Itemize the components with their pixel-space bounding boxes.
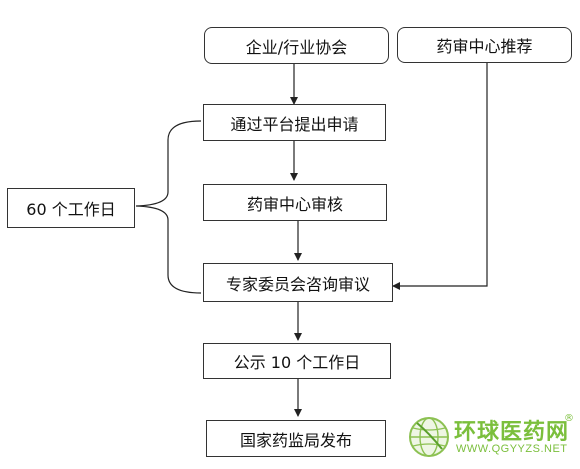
review-box: 药审中心审核 <box>203 184 387 221</box>
watermark: 环球医药网 ® WWW.QGYYZS.NET <box>408 413 580 465</box>
apply-label: 通过平台提出申请 <box>230 114 359 134</box>
expert-review-box: 专家委员会咨询审议 <box>203 263 393 302</box>
association-box: 企业/行业协会 <box>204 27 389 64</box>
arrow-recommend-to-expert <box>392 62 488 290</box>
association-label: 企业/行业协会 <box>245 37 348 57</box>
publicity-label: 公示 10 个工作日 <box>233 353 361 372</box>
duration-box: 60 个工作日 <box>7 188 135 228</box>
watermark-title: 环球医药网 <box>454 420 570 445</box>
duration-label: 60 个工作日 <box>26 200 116 219</box>
drug-center-recommend-label: 药审中心推荐 <box>436 37 533 56</box>
drug-center-recommend-box: 药审中心推荐 <box>397 27 572 63</box>
expert-review-label: 专家委员会咨询审议 <box>225 274 370 294</box>
apply-box: 通过平台提出申请 <box>203 104 386 141</box>
publish-label: 国家药监局发布 <box>239 430 352 450</box>
globe-logo-icon <box>409 417 449 457</box>
registered-mark: ® <box>564 413 574 424</box>
publicity-box: 公示 10 个工作日 <box>203 343 391 379</box>
watermark-url: WWW.QGYYZS.NET <box>456 443 568 455</box>
publish-box: 国家药监局发布 <box>206 420 386 457</box>
review-label: 药审中心审核 <box>246 194 343 214</box>
duration-brace <box>135 120 202 294</box>
